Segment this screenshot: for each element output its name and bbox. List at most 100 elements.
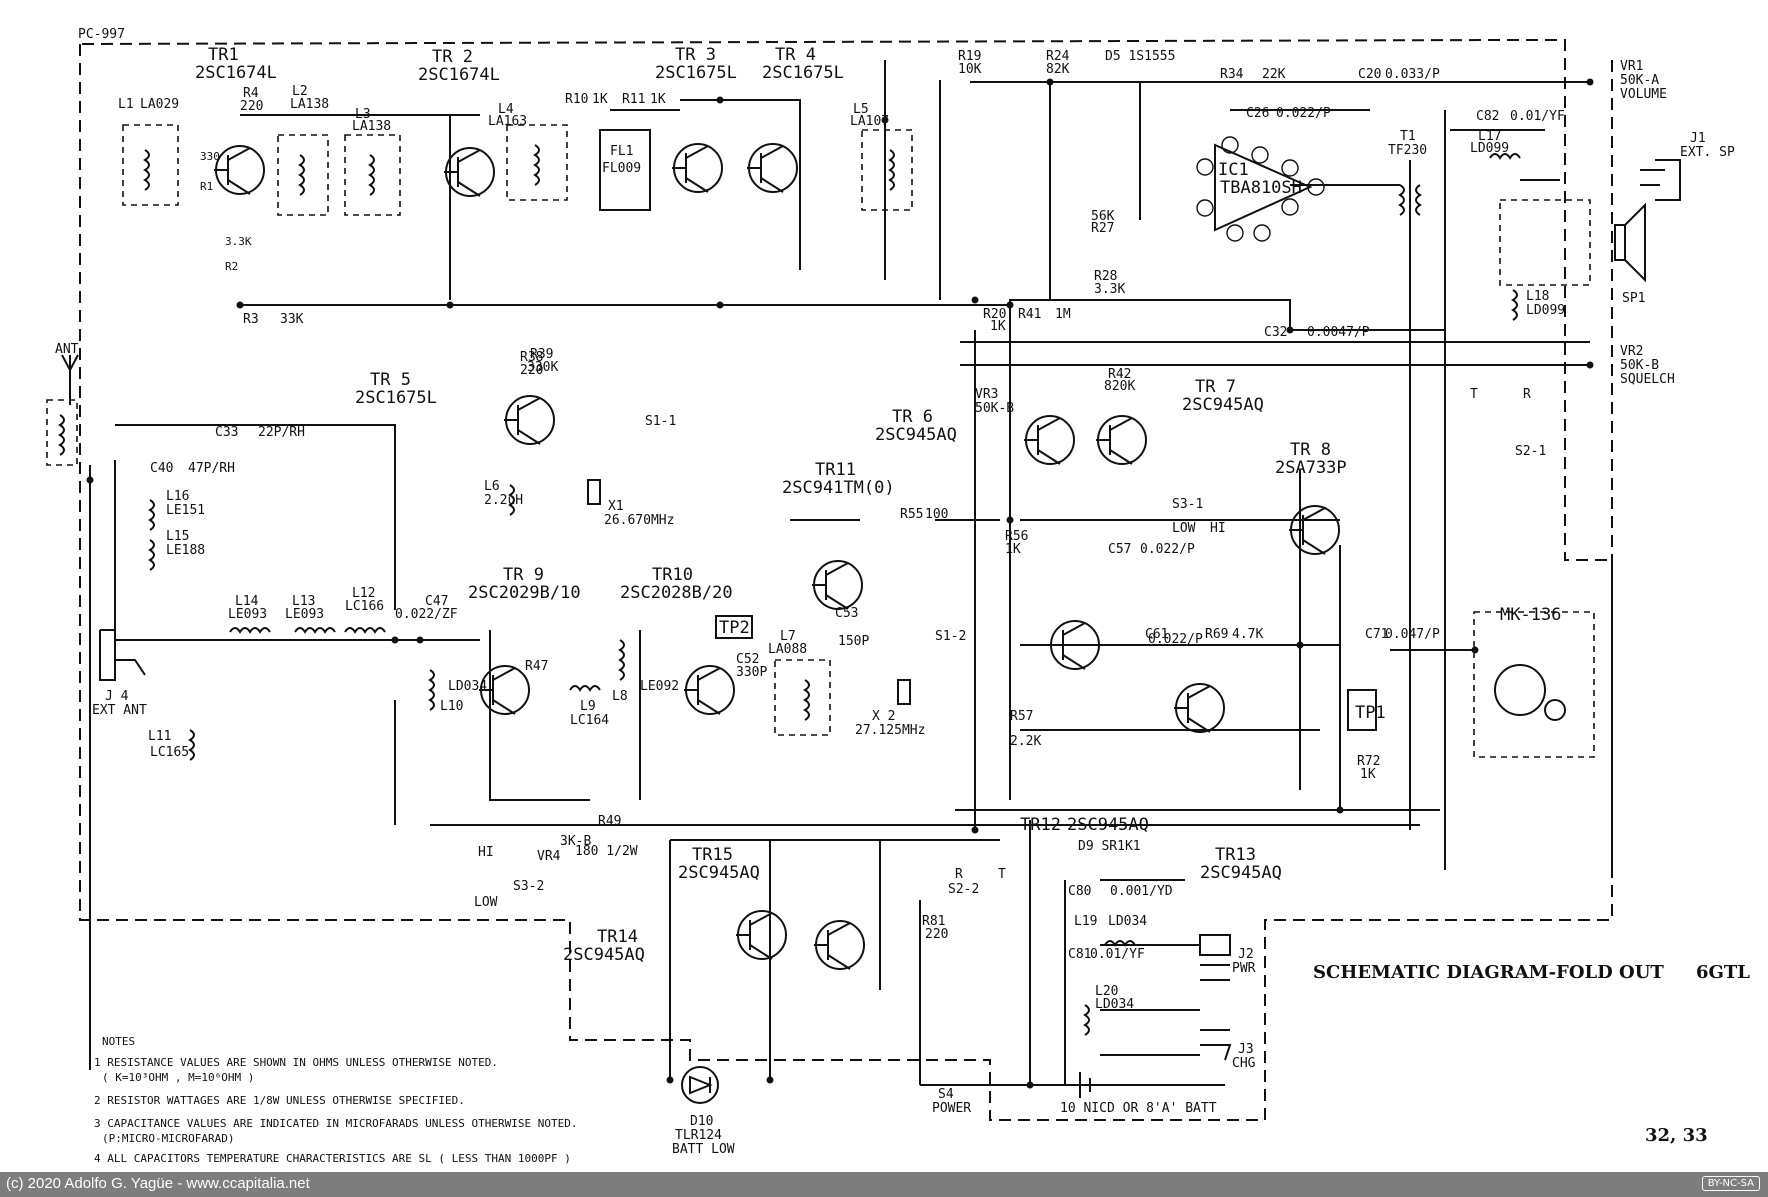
transistor-tr8	[1289, 505, 1340, 555]
x1-freq: 26.670MHz	[604, 513, 674, 528]
x2-ref: X 2	[872, 709, 895, 724]
bus-c33	[115, 424, 396, 610]
r20-ref: R20	[983, 307, 1006, 322]
s2-2-label: S2-2	[948, 882, 979, 897]
ext-sp-jack	[1640, 159, 1681, 201]
r39-ref: R39	[530, 347, 553, 362]
c26-value: 0.022/P	[1276, 106, 1331, 121]
c80-ref: C80	[1068, 884, 1091, 899]
tr8-ref: TR 8	[1290, 440, 1331, 460]
s1-1-label: S1-1	[645, 414, 676, 429]
j2-name: PWR	[1232, 961, 1256, 976]
s1-2-label: S1-2	[935, 629, 966, 644]
r41-value: 1M	[1055, 307, 1071, 322]
speaker-can	[1499, 199, 1591, 286]
tr2-part: 2SC1674L	[418, 65, 500, 85]
c81-ref: C81	[1068, 947, 1091, 962]
x2-freq: 27.125MHz	[855, 723, 925, 738]
r4-value: 220	[240, 99, 263, 114]
pcb-outline	[79, 39, 1613, 1121]
r38-ref: R38	[520, 350, 543, 365]
note-1: 1 RESISTANCE VALUES ARE SHOWN IN OHMS UN…	[94, 1056, 498, 1069]
tr1-ref: TR1	[208, 45, 239, 65]
l19-label: L19	[1074, 914, 1097, 929]
r42-ref: R42	[1108, 367, 1131, 382]
ant-label: ANT	[55, 342, 79, 357]
r57-value: 2.2K	[1010, 734, 1041, 749]
r49-ref: R49	[598, 814, 621, 829]
crystal-x2	[897, 679, 911, 705]
schematic-diagram: PC-997	[46, 27, 1750, 1165]
c57-value: 0.022/P	[1140, 542, 1195, 557]
j4-ref: J 4	[105, 689, 129, 704]
l14-part: LE093	[228, 607, 267, 622]
battery-label: 10 NICD OR 8'A' BATT	[1060, 1101, 1217, 1116]
footer-bar: (c) 2020 Adolfo G. Yagüe - www.ccapitali…	[0, 1172, 1768, 1197]
transistor-tr15	[814, 920, 865, 970]
coil-windings	[58, 144, 1521, 1036]
c40-ref: C40	[150, 461, 173, 476]
l12-label: L12	[352, 586, 375, 601]
l13-part: LE093	[285, 607, 324, 622]
c32-value: 0.0047/P	[1307, 325, 1370, 340]
transistor-tr9	[479, 665, 530, 715]
license-badge[interactable]: BY-NC-SA	[1701, 1176, 1760, 1191]
r56-value: 1K	[1005, 542, 1021, 557]
transistor-tr2	[444, 147, 495, 197]
c40-value: 47P/RH	[188, 461, 235, 476]
r38-value: 220	[520, 363, 543, 378]
tr9-ref: TR 9	[503, 565, 544, 585]
tr10-part: 2SC2028B/20	[620, 583, 733, 603]
r41-ref: R41	[1018, 307, 1041, 322]
r81-ref: R81	[922, 914, 945, 929]
tr10-ref: TR10	[652, 565, 693, 585]
vr1-ref: VR1	[1620, 59, 1643, 74]
note-1b: ( K=10³OHM , M=10⁶OHM )	[102, 1071, 254, 1084]
j4-name: EXT ANT	[92, 703, 147, 718]
l3-part: LA138	[352, 119, 391, 134]
notes-heading: NOTES	[102, 1035, 135, 1048]
tr7-part: 2SC945AQ	[1182, 395, 1264, 415]
fl1-part: FL009	[602, 161, 641, 176]
c52-ref: C52	[736, 652, 759, 667]
l10-part: LD034	[448, 679, 487, 694]
j3-name: CHG	[1232, 1056, 1256, 1071]
coil-l4-can	[506, 124, 568, 201]
r27-ref: R27	[1091, 221, 1114, 236]
l15-part: LE188	[166, 543, 205, 558]
antenna-coil-can	[46, 399, 78, 466]
vr4-label: VR4	[537, 849, 561, 864]
l10-label: L10	[440, 699, 463, 714]
coil-l3-can	[344, 134, 401, 216]
s2-2-pos-t: T	[998, 867, 1006, 882]
d10-part: TLR124	[675, 1128, 722, 1143]
d9-ref: D9 SR1K1	[1078, 839, 1141, 854]
tr7-ref: TR 7	[1195, 377, 1236, 397]
tr11-ref: TR11	[815, 460, 856, 480]
l9-part: LC164	[570, 713, 609, 728]
l16-label: L16	[166, 489, 189, 504]
s2-2-pos-r: R	[955, 867, 963, 882]
l3-label: L3	[355, 107, 371, 122]
r72-value: 1K	[1360, 767, 1376, 782]
c71-ref: C71	[1365, 627, 1388, 642]
s2-1-pos-t: T	[1470, 387, 1478, 402]
s3-2-pos-low: LOW	[474, 895, 498, 910]
tr4-ref: TR 4	[775, 45, 816, 65]
tr8-part: 2SA733P	[1275, 458, 1347, 478]
j1-ref: J1	[1690, 131, 1706, 146]
coil-l1-can	[122, 124, 179, 206]
r39-value: 330K	[527, 360, 558, 375]
tr4-part: 2SC1675L	[762, 63, 844, 83]
mic-label: MK-136	[1500, 605, 1561, 625]
c81-value: 0.01/YF	[1090, 947, 1145, 962]
r1-label: R1	[200, 180, 213, 193]
transistor-tr4	[747, 143, 798, 193]
note-4: 4 ALL CAPACITORS TEMPERATURE CHARACTERIS…	[94, 1152, 571, 1165]
r1-value: 330	[200, 150, 220, 163]
s3-2-pos-hi: HI	[478, 845, 494, 860]
transistor-tr13	[1174, 683, 1225, 733]
battery-symbol	[1079, 1072, 1091, 1098]
microphone-symbol	[1494, 664, 1566, 721]
r24-value: 82K	[1046, 62, 1070, 77]
